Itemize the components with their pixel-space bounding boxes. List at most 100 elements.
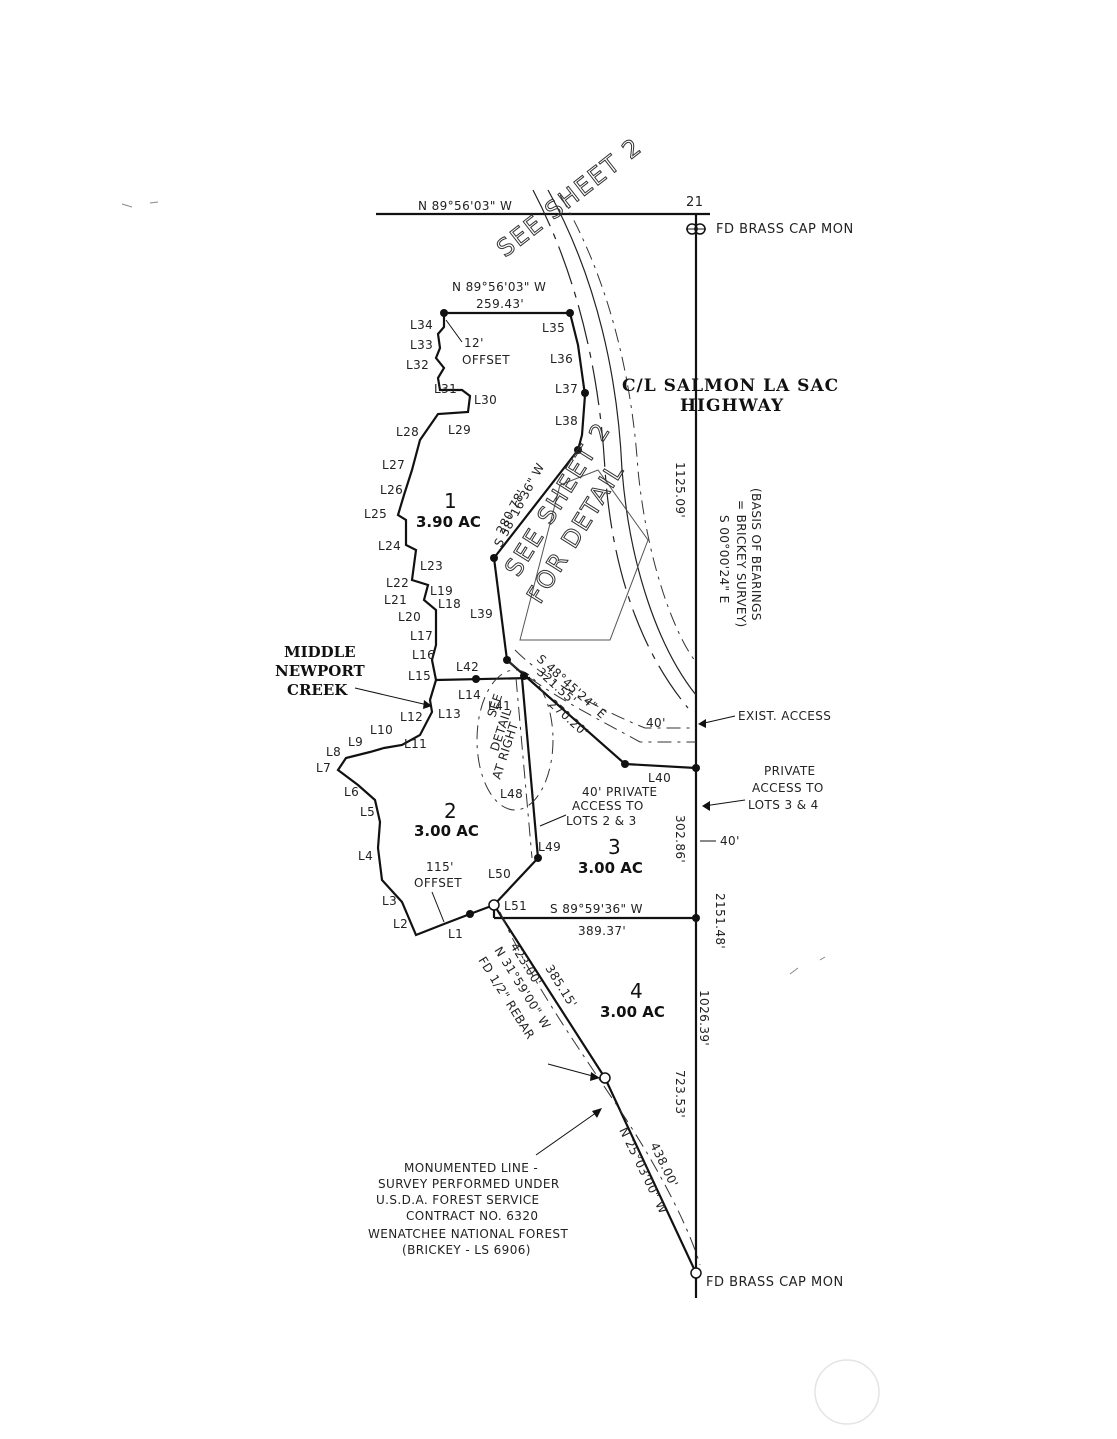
private23-leader [539,814,567,827]
monumented-note-2: SURVEY PERFORMED UNDER [378,1177,560,1191]
line-label: L21 [384,593,407,607]
line-label: L33 [410,338,433,352]
line-label: L32 [406,358,429,372]
creek-leader [354,687,433,707]
lot2-number: 2 [444,799,457,823]
point-marker [534,854,542,862]
line-label: L2 [393,917,408,931]
line-label: L20 [398,610,421,624]
private34-leader [703,799,746,807]
rebar-marker [599,1072,611,1084]
line-label: L16 [412,648,435,662]
east-distance-5: 723.53' [673,1070,687,1118]
line-label: L26 [380,483,403,497]
line-label: L25 [364,507,387,521]
line-label: L36 [550,352,573,366]
scan-mark [789,967,799,975]
creek-label-line1: MIDDLE [284,643,356,661]
point-marker [566,309,574,317]
top-monument-icon [686,223,706,235]
exist-access-arrow-icon [698,719,706,728]
line-label: L7 [316,761,331,775]
line-label: L23 [420,559,443,573]
line-L42 [435,676,531,682]
line-label: L15 [408,669,431,683]
line-label: L19 [430,584,453,598]
point-marker [574,446,582,454]
line-L39 [492,557,509,661]
lot3-bottom-bearing: S 89°59'36" W [550,902,643,916]
lot2-area: 3.00 AC [414,822,479,840]
sw-line-distance2: 385.15' [542,962,579,1010]
monumented-arrow-icon [592,1108,602,1118]
top-monument-label: FD BRASS CAP MON [716,222,854,237]
line-L40 [624,762,697,770]
line-label: L1 [448,927,463,941]
highway-label-line2: HIGHWAY [680,396,784,416]
line-label: L24 [378,539,401,553]
line-labels: L1 L2 L3 L4 L5 L6 L7 L8 L9 L10 L11 L12 L… [316,318,671,941]
private34-c: LOTS 3 & 4 [748,798,819,812]
offset12-b: OFFSET [462,353,510,367]
detail-box [519,469,649,641]
line-label: L35 [542,321,565,335]
line-label: L30 [474,393,497,407]
point-marker [621,760,629,768]
highway-right-of-way [547,189,697,696]
east-distance-2: 302.86' [673,815,687,863]
line-label: L39 [470,607,493,621]
access-width-40: 40' [646,716,666,730]
line-label: L12 [400,710,423,724]
east-distance-1: 1125.09' [673,462,687,518]
line-L50 [493,857,539,906]
line-label: L29 [448,423,471,437]
lot1-area: 3.90 AC [416,513,481,531]
lot1-diag-line [493,449,579,559]
private34-a: PRIVATE [764,764,816,778]
point-marker [581,389,589,397]
point-marker [692,764,700,772]
basis-line1: (BASIS OF BEARINGS [749,488,763,621]
line-label: L11 [404,737,427,751]
line-label: L17 [410,629,433,643]
creek-arrow-icon [423,700,432,709]
basis-line3: S 00°00'24" E [717,515,731,604]
line-label: L9 [348,735,363,749]
line-label: L40 [648,771,671,785]
section-number: 21 [686,195,704,210]
private34-b: ACCESS TO [752,781,824,795]
lot3-area: 3.00 AC [578,859,643,877]
line-label: L50 [488,867,511,881]
point-marker [490,554,498,562]
east-distance-4: 1026.39' [697,990,711,1046]
point-marker [440,309,448,317]
line-label: L4 [358,849,373,863]
line-label: L42 [456,660,479,674]
see-sheet-2-top: SEE SHEET 2 [491,132,647,263]
offset115-b: OFFSET [414,876,462,890]
line-label: L49 [538,840,561,854]
rebar-marker [488,899,500,911]
line-label: L6 [344,785,359,799]
private23-c: LOTS 2 & 3 [566,814,637,828]
sw-line [493,904,606,1079]
line-label: L10 [370,723,393,737]
lot3-number: 3 [608,835,621,859]
bottom-monument-icon [690,1267,702,1279]
basis-line2: = BRICKEY SURVEY) [734,500,748,628]
point-marker [503,656,511,664]
bottom-monument-label: FD BRASS CAP MON [706,1275,844,1290]
watermark-circle [814,1359,880,1425]
lot4-number: 4 [630,979,643,1003]
monumented-note-6: (BRICKEY - LS 6906) [402,1243,531,1257]
lot1-west-boundary [396,313,472,681]
north-line-bearing: N 89°56'03" W [418,199,512,213]
line-label: L18 [438,597,461,611]
private-access-23 [515,677,533,859]
creek-label-line3: CREEK [287,681,348,699]
detail-ellipse [476,669,554,811]
line-label: L48 [500,787,523,801]
line-label: L22 [386,576,409,590]
private-access-34-edge [514,649,696,729]
